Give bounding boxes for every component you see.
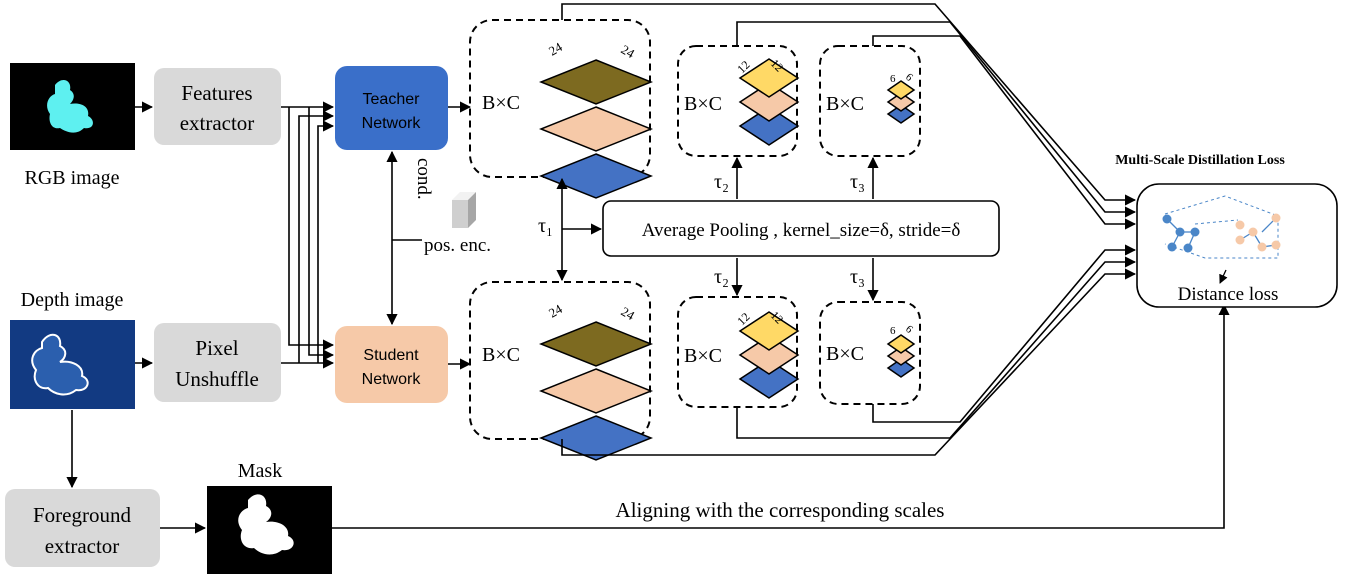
student-line2: Network xyxy=(362,371,422,388)
aligning-label: Aligning with the corresponding scales xyxy=(616,498,945,522)
teacher-scale1-layer-2 xyxy=(538,106,654,152)
dim-24-a: 24 xyxy=(546,39,565,59)
teacher-line1: Teacher xyxy=(363,91,421,108)
bxc-label-s2: B×C xyxy=(684,345,722,367)
student-scale2-layer-1 xyxy=(738,311,800,351)
bxc-label-t2: B×C xyxy=(684,93,722,115)
dim-24-d: 24 xyxy=(619,304,638,324)
depth-image xyxy=(10,320,135,409)
student-scale3-layer-3 xyxy=(886,358,916,378)
student-network-box: Student Network xyxy=(335,326,448,403)
dim-24-b: 24 xyxy=(619,42,638,62)
student-line1: Student xyxy=(363,347,419,364)
rgb-image-label: RGB image xyxy=(25,167,120,189)
distance-loss-label: Distance loss xyxy=(1178,284,1279,305)
bxc-label-t3: B×C xyxy=(826,93,864,115)
tau3-label-bottom: τ₃ xyxy=(850,266,865,288)
student-scale1-layer-1 xyxy=(538,321,654,367)
cond-label: cond. xyxy=(413,158,434,200)
mask-label: Mask xyxy=(238,460,282,482)
mask-image xyxy=(207,486,332,574)
teacher-network-box: Teacher Network xyxy=(335,66,448,150)
teacher-scale3-layer-1 xyxy=(886,80,916,100)
student-scale3-layer-1 xyxy=(886,334,916,354)
features-extractor-box: Features extractor xyxy=(154,68,281,145)
teacher-scale2-layer-3 xyxy=(738,106,800,146)
left-connectors xyxy=(66,101,472,534)
student-scale1-layer-2 xyxy=(538,368,654,414)
tau2-label-top: τ₂ xyxy=(714,171,729,193)
distance-loss-box: Distance loss xyxy=(1136,183,1338,308)
loss-connectors xyxy=(332,3,1230,529)
foreground-extractor-box: Foreground extractor xyxy=(5,489,160,567)
teacher-scale1-layer-1 xyxy=(538,59,654,105)
msd-loss-title: Multi-Scale Distillation Loss xyxy=(1115,153,1285,168)
graph-icon xyxy=(1162,195,1281,284)
tau2-label-bottom: τ₂ xyxy=(714,266,729,288)
pixel-unshuffle-line1: Pixel xyxy=(195,336,238,360)
teacher-scale2-layer-2 xyxy=(738,82,800,122)
student-scale1-layer-3 xyxy=(538,415,654,461)
tau3-label-top: τ₃ xyxy=(850,171,865,193)
student-scale2-layer-2 xyxy=(738,335,800,375)
average-pooling-box: Average Pooling , kernel_size=δ, stride=… xyxy=(602,200,1000,257)
depth-image-label: Depth image xyxy=(21,289,124,311)
features-extractor-line1: Features xyxy=(181,81,252,105)
dim-6-c: 6 xyxy=(890,325,896,337)
pixel-unshuffle-line2: Unshuffle xyxy=(175,367,259,391)
pooling-label: Average Pooling , kernel_size=δ, stride=… xyxy=(642,220,961,241)
bxc-label-t1: B×C xyxy=(482,92,520,114)
teacher-scale1-layer-3 xyxy=(538,153,654,199)
student-scale2-layer-3 xyxy=(738,359,800,399)
foreground-extractor-line2: extractor xyxy=(45,534,120,558)
teacher-line2: Network xyxy=(362,115,422,132)
teacher-scale3-layer-2 xyxy=(886,92,916,112)
tau1-label: τ₁ xyxy=(538,215,553,237)
feature-stacks xyxy=(538,58,916,461)
dim-24-c: 24 xyxy=(546,301,565,321)
bxc-label-s1: B×C xyxy=(482,344,520,366)
dim-6-b: 6 xyxy=(903,71,915,84)
rgb-image xyxy=(10,63,135,150)
dim-6-d: 6 xyxy=(903,323,915,336)
teacher-scale3-layer-3 xyxy=(886,104,916,124)
teacher-scale2-layer-1 xyxy=(738,58,800,98)
pixel-unshuffle-box: Pixel Unshuffle xyxy=(154,323,281,402)
features-extractor-line2: extractor xyxy=(180,111,255,135)
dim-6-a: 6 xyxy=(890,73,896,85)
pos-enc-cube-icon xyxy=(452,192,476,228)
foreground-extractor-line1: Foreground xyxy=(33,503,131,527)
pos-enc-label: pos. enc. xyxy=(424,235,491,256)
tau-connectors xyxy=(556,156,879,302)
bxc-label-s3: B×C xyxy=(826,343,864,365)
student-scale3-layer-2 xyxy=(886,346,916,366)
